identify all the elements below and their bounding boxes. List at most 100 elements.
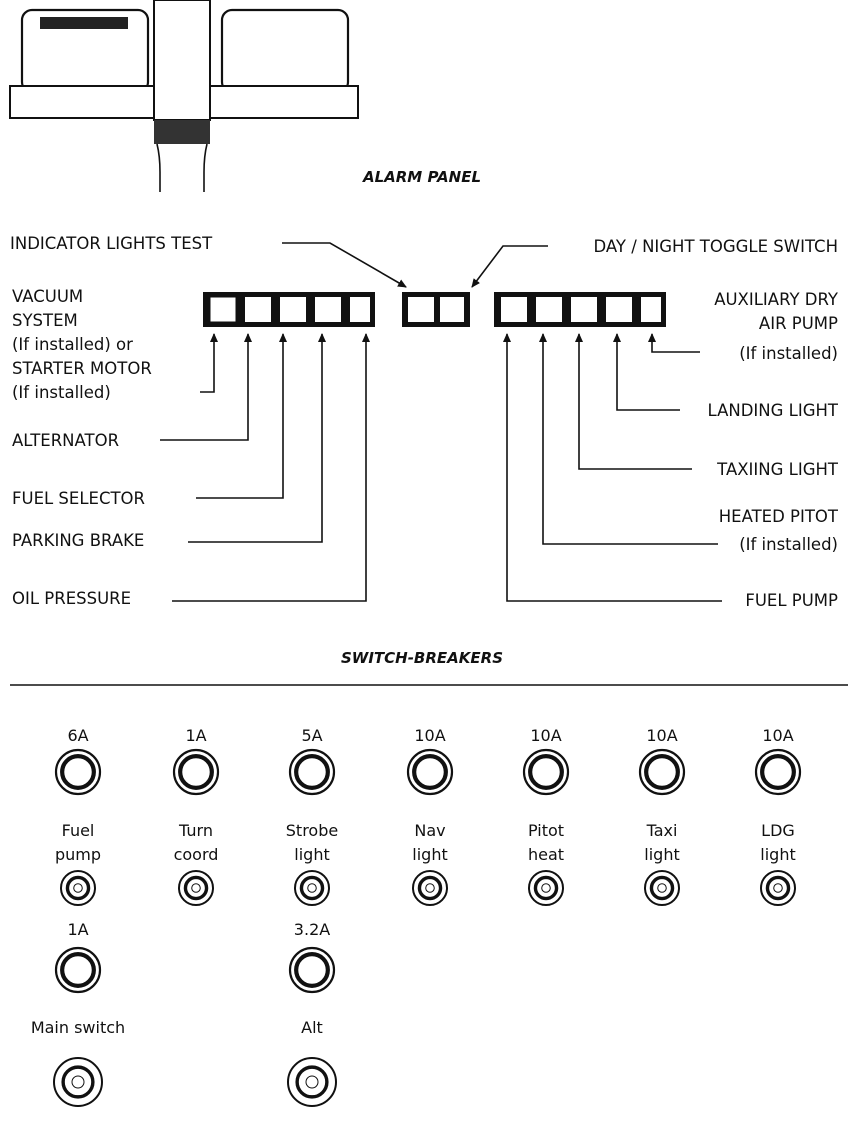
breaker-name-line2: light <box>294 845 329 864</box>
breaker-knob-alt[interactable] <box>288 946 336 994</box>
breaker-knob-pitot-heat[interactable] <box>522 748 570 796</box>
left-indicator-block <box>203 292 375 327</box>
breaker-name-line1: Turn <box>178 821 213 840</box>
fuel-pump-label: FUEL PUMP <box>745 591 838 610</box>
switch-toggle-strobe-light[interactable] <box>294 870 330 906</box>
breaker-name-label: Alt <box>301 1018 323 1037</box>
breaker-name-line1: Nav <box>414 821 445 840</box>
breaker-amp-label: 10A <box>414 726 445 745</box>
breaker-amp-label: 10A <box>530 726 561 745</box>
breaker-name-line2: light <box>412 845 447 864</box>
day-night-toggle-button <box>440 297 464 322</box>
breaker-knob-main-switch[interactable] <box>54 946 102 994</box>
heated-pitot-label: HEATED PITOT (If installed) <box>719 507 839 554</box>
vacuum-label-line5: (If installed) <box>12 383 111 402</box>
breaker-knob-strobe-light[interactable] <box>288 748 336 796</box>
breaker-name-line1: LDG <box>761 821 795 840</box>
alternator-label: ALTERNATOR <box>12 431 119 450</box>
breaker-amp-label: 3.2A <box>294 920 330 939</box>
switch-toggle-main-switch[interactable] <box>53 1057 103 1107</box>
vacuum-label-line2: SYSTEM <box>12 311 78 330</box>
breaker-name-line2: light <box>760 845 795 864</box>
switch-toggle-fuel-pump[interactable] <box>60 870 96 906</box>
day-night-toggle-label: DAY / NIGHT TOGGLE SWITCH <box>594 237 838 256</box>
vacuum-leader <box>200 333 218 393</box>
heated-pitot-leader <box>539 333 718 545</box>
switch-toggle-pitot-heat[interactable] <box>528 870 564 906</box>
switch-breakers-row1: 6AFuelpump1ATurncoord5AStrobelight10ANav… <box>54 726 802 906</box>
taxiing-light-label: TAXIING LIGHT <box>716 460 839 479</box>
breaker-amp-label: 1A <box>67 920 88 939</box>
center-indicator-block <box>402 292 470 327</box>
indicator-light-heated-pitot <box>536 297 562 322</box>
fuel-selector-label: FUEL SELECTOR <box>12 489 145 508</box>
right-indicator-block <box>494 292 666 327</box>
switch-toggle-nav-light[interactable] <box>412 870 448 906</box>
breaker-knob-turn-coord[interactable] <box>172 748 220 796</box>
vacuum-label-line3: (If installed) or <box>12 335 133 354</box>
breaker-name-label: Main switch <box>31 1018 125 1037</box>
breaker-amp-label: 10A <box>762 726 793 745</box>
breaker-name-line1: Fuel <box>62 821 95 840</box>
switch-breaker-pitot-heat: 10A Pitot heat <box>522 726 570 906</box>
breaker-knob-taxi-light[interactable] <box>638 748 686 796</box>
switch-toggle-turn-coord[interactable] <box>178 870 214 906</box>
fuel-pump-leader <box>503 333 722 602</box>
oil-pressure-leader <box>172 333 370 602</box>
breaker-name-line2: coord <box>174 845 219 864</box>
center-console-column <box>153 0 211 121</box>
switch-breaker-alt: 3.2A Alt <box>287 920 337 1107</box>
aux-dry-air-pump-label: AUXILIARY DRY AIR PUMP (If installed) <box>714 290 839 363</box>
indicator-light-fuel-pump <box>501 297 527 322</box>
console-stem <box>156 143 208 192</box>
switch-breaker-nav-light: 10A Nav light <box>406 726 454 906</box>
indicator-lights-test-leader <box>282 242 407 288</box>
breaker-name-line1: Taxi <box>646 821 678 840</box>
parking-brake-leader <box>188 333 326 543</box>
indicator-lights-test-label: INDICATOR LIGHTS TEST <box>10 234 213 253</box>
breaker-knob-nav-light[interactable] <box>406 748 454 796</box>
aux-pump-label-line3: (If installed) <box>739 344 838 363</box>
indicator-light-parking-brake <box>315 297 341 322</box>
landing-light-label: LANDING LIGHT <box>708 401 839 420</box>
breaker-name-line2: light <box>644 845 679 864</box>
breaker-knob-ldg-light[interactable] <box>754 748 802 796</box>
aux-pump-label-line2: AIR PUMP <box>759 314 838 333</box>
vacuum-label: VACUUM SYSTEM (If installed) or STARTER … <box>12 287 152 402</box>
breaker-amp-label: 10A <box>646 726 677 745</box>
indicator-light-alternator <box>245 297 271 322</box>
alternator-leader <box>160 333 252 441</box>
landing-light-leader <box>613 333 680 411</box>
vacuum-label-line1: VACUUM <box>12 287 83 306</box>
switch-breaker-main-switch: 1A Main switch <box>31 920 125 1107</box>
aux-pump-leader <box>648 333 700 353</box>
breaker-name-line1: Pitot <box>528 821 564 840</box>
indicator-light-fuel-selector <box>280 297 306 322</box>
right-display-screen <box>220 8 350 94</box>
parking-brake-label: PARKING BRAKE <box>12 531 144 550</box>
indicator-light-aux-pump <box>641 297 661 322</box>
switch-toggle-alt[interactable] <box>287 1057 337 1107</box>
left-display-bar <box>40 17 128 29</box>
switch-toggle-ldg-light[interactable] <box>760 870 796 906</box>
console-band <box>154 120 210 144</box>
indicator-light-vacuum <box>209 296 237 323</box>
breaker-knob-fuel-pump[interactable] <box>54 748 102 796</box>
indicator-light-landing <box>606 297 632 322</box>
switch-breaker-ldg-light: 10A LDG light <box>754 726 802 906</box>
switch-breakers-title: SWITCH-BREAKERS <box>341 649 503 667</box>
breaker-name-line2: pump <box>55 845 101 864</box>
indicator-lights-test-button <box>408 297 434 322</box>
breaker-name-line1: Strobe <box>286 821 338 840</box>
heated-pitot-label-line1: HEATED PITOT <box>719 507 839 526</box>
switch-breaker-taxi-light: 10A Taxi light <box>638 726 686 906</box>
breaker-name-line2: heat <box>528 845 564 864</box>
alarm-panel-title: ALARM PANEL <box>362 168 481 186</box>
switch-toggle-taxi-light[interactable] <box>644 870 680 906</box>
indicator-light-taxiing <box>571 297 597 322</box>
